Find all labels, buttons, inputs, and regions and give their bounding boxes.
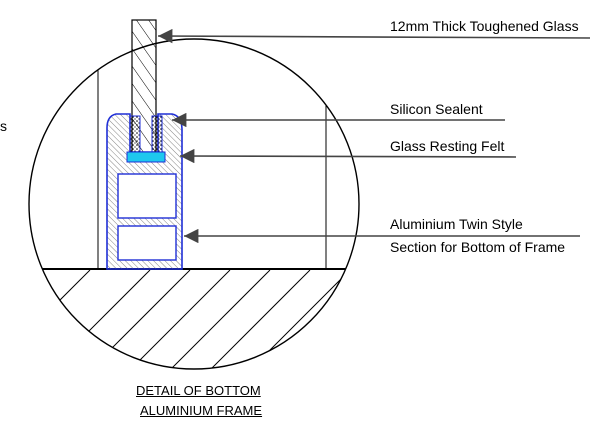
caption-line2: ALUMINIUM FRAME — [140, 403, 263, 418]
glass-resting-felt — [126, 151, 166, 163]
label-felt: Glass Resting Felt — [390, 138, 505, 154]
frame-chamber-upper — [117, 173, 177, 219]
label-glass: 12mm Thick Toughened Glass — [390, 18, 579, 34]
label-edge-fragment: s — [0, 118, 7, 134]
label-section-line2: Section for Bottom of Frame — [390, 239, 566, 255]
frame-chamber-lower — [117, 225, 177, 261]
silicon-sealant-right — [151, 115, 163, 153]
silicon-sealant-left — [129, 115, 141, 153]
label-section-line1: Aluminium Twin Style — [390, 216, 523, 232]
leader-glass — [157, 28, 591, 44]
floor-hatch — [29, 269, 359, 369]
detail-circle — [28, 38, 360, 370]
leader-felt — [179, 148, 517, 164]
caption-line1: DETAIL OF BOTTOM — [136, 383, 261, 398]
label-sealant: Silicon Sealent — [390, 101, 483, 117]
